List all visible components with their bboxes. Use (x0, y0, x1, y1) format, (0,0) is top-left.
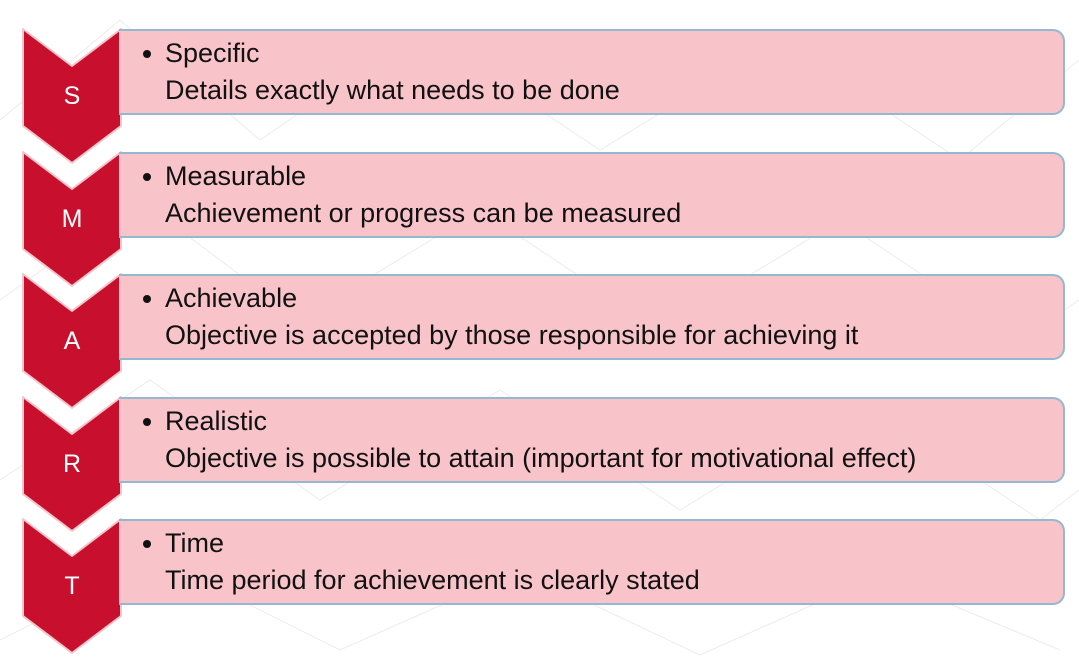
chevron-m (22, 151, 122, 287)
item-term: Specific (165, 38, 260, 68)
chevron-letter: T (64, 572, 80, 600)
item-text: Time Time period for achievement is clea… (143, 525, 700, 599)
smart-row-r: R Realistic Objective is possible to att… (0, 396, 1079, 532)
bullet-icon (143, 539, 151, 548)
bullet-line: Measurable (143, 158, 681, 195)
chevron-s (22, 28, 122, 164)
chevron-r (22, 396, 122, 532)
item-box: Realistic Objective is possible to attai… (119, 397, 1065, 483)
item-box: Measurable Achievement or progress can b… (119, 152, 1065, 238)
bullet-icon (143, 172, 151, 181)
item-term: Achievable (165, 283, 298, 313)
item-description: Details exactly what needs to be done (165, 75, 620, 105)
smart-row-s: S Specific Details exactly what needs to… (0, 28, 1079, 164)
bullet-line: Specific (143, 35, 620, 72)
item-description: Time period for achievement is clearly s… (165, 565, 700, 595)
chevron-t (22, 518, 122, 654)
bullet-line: Time (143, 525, 700, 562)
item-box: Time Time period for achievement is clea… (119, 519, 1065, 605)
item-text: Realistic Objective is possible to attai… (143, 403, 916, 477)
bullet-icon (143, 417, 151, 426)
bullet-icon (143, 49, 151, 58)
chevron-letter: S (63, 82, 81, 110)
chevron-a (22, 273, 122, 409)
item-term: Realistic (165, 406, 268, 436)
chevron-letter: M (61, 205, 83, 233)
item-text: Specific Details exactly what needs to b… (143, 35, 620, 109)
bullet-line: Realistic (143, 403, 916, 440)
smart-row-m: M Measurable Achievement or progress can… (0, 151, 1079, 287)
item-box: Specific Details exactly what needs to b… (119, 29, 1065, 115)
bullet-line: Achievable (143, 280, 858, 317)
item-term: Time (165, 528, 224, 558)
smart-row-a: A Achievable Objective is accepted by th… (0, 273, 1079, 409)
chevron-letter: R (62, 450, 82, 478)
item-text: Measurable Achievement or progress can b… (143, 158, 681, 232)
item-text: Achievable Objective is accepted by thos… (143, 280, 858, 354)
item-description: Achievement or progress can be measured (165, 198, 682, 228)
chevron-letter: A (63, 327, 81, 355)
bullet-icon (143, 294, 151, 303)
smart-row-t: T Time Time period for achievement is cl… (0, 518, 1079, 654)
item-box: Achievable Objective is accepted by thos… (119, 274, 1065, 360)
item-description: Objective is accepted by those responsib… (165, 320, 859, 350)
item-description: Objective is possible to attain (importa… (165, 443, 917, 473)
item-term: Measurable (165, 161, 307, 191)
